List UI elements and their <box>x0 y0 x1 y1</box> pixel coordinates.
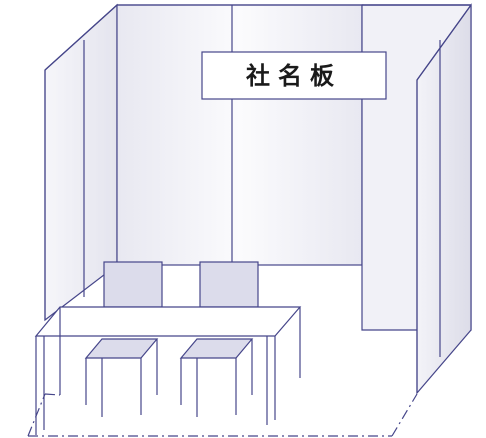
chair-back-right <box>199 261 259 308</box>
back-wall <box>116 4 364 266</box>
chair-front-right <box>179 338 254 417</box>
table <box>34 306 302 435</box>
chair-back-left <box>103 261 163 308</box>
chair-front-left <box>84 338 159 417</box>
floor-outline <box>27 393 418 437</box>
company-name-sign: 社名板 <box>201 51 387 100</box>
company-name-sign-label: 社名板 <box>246 62 342 90</box>
